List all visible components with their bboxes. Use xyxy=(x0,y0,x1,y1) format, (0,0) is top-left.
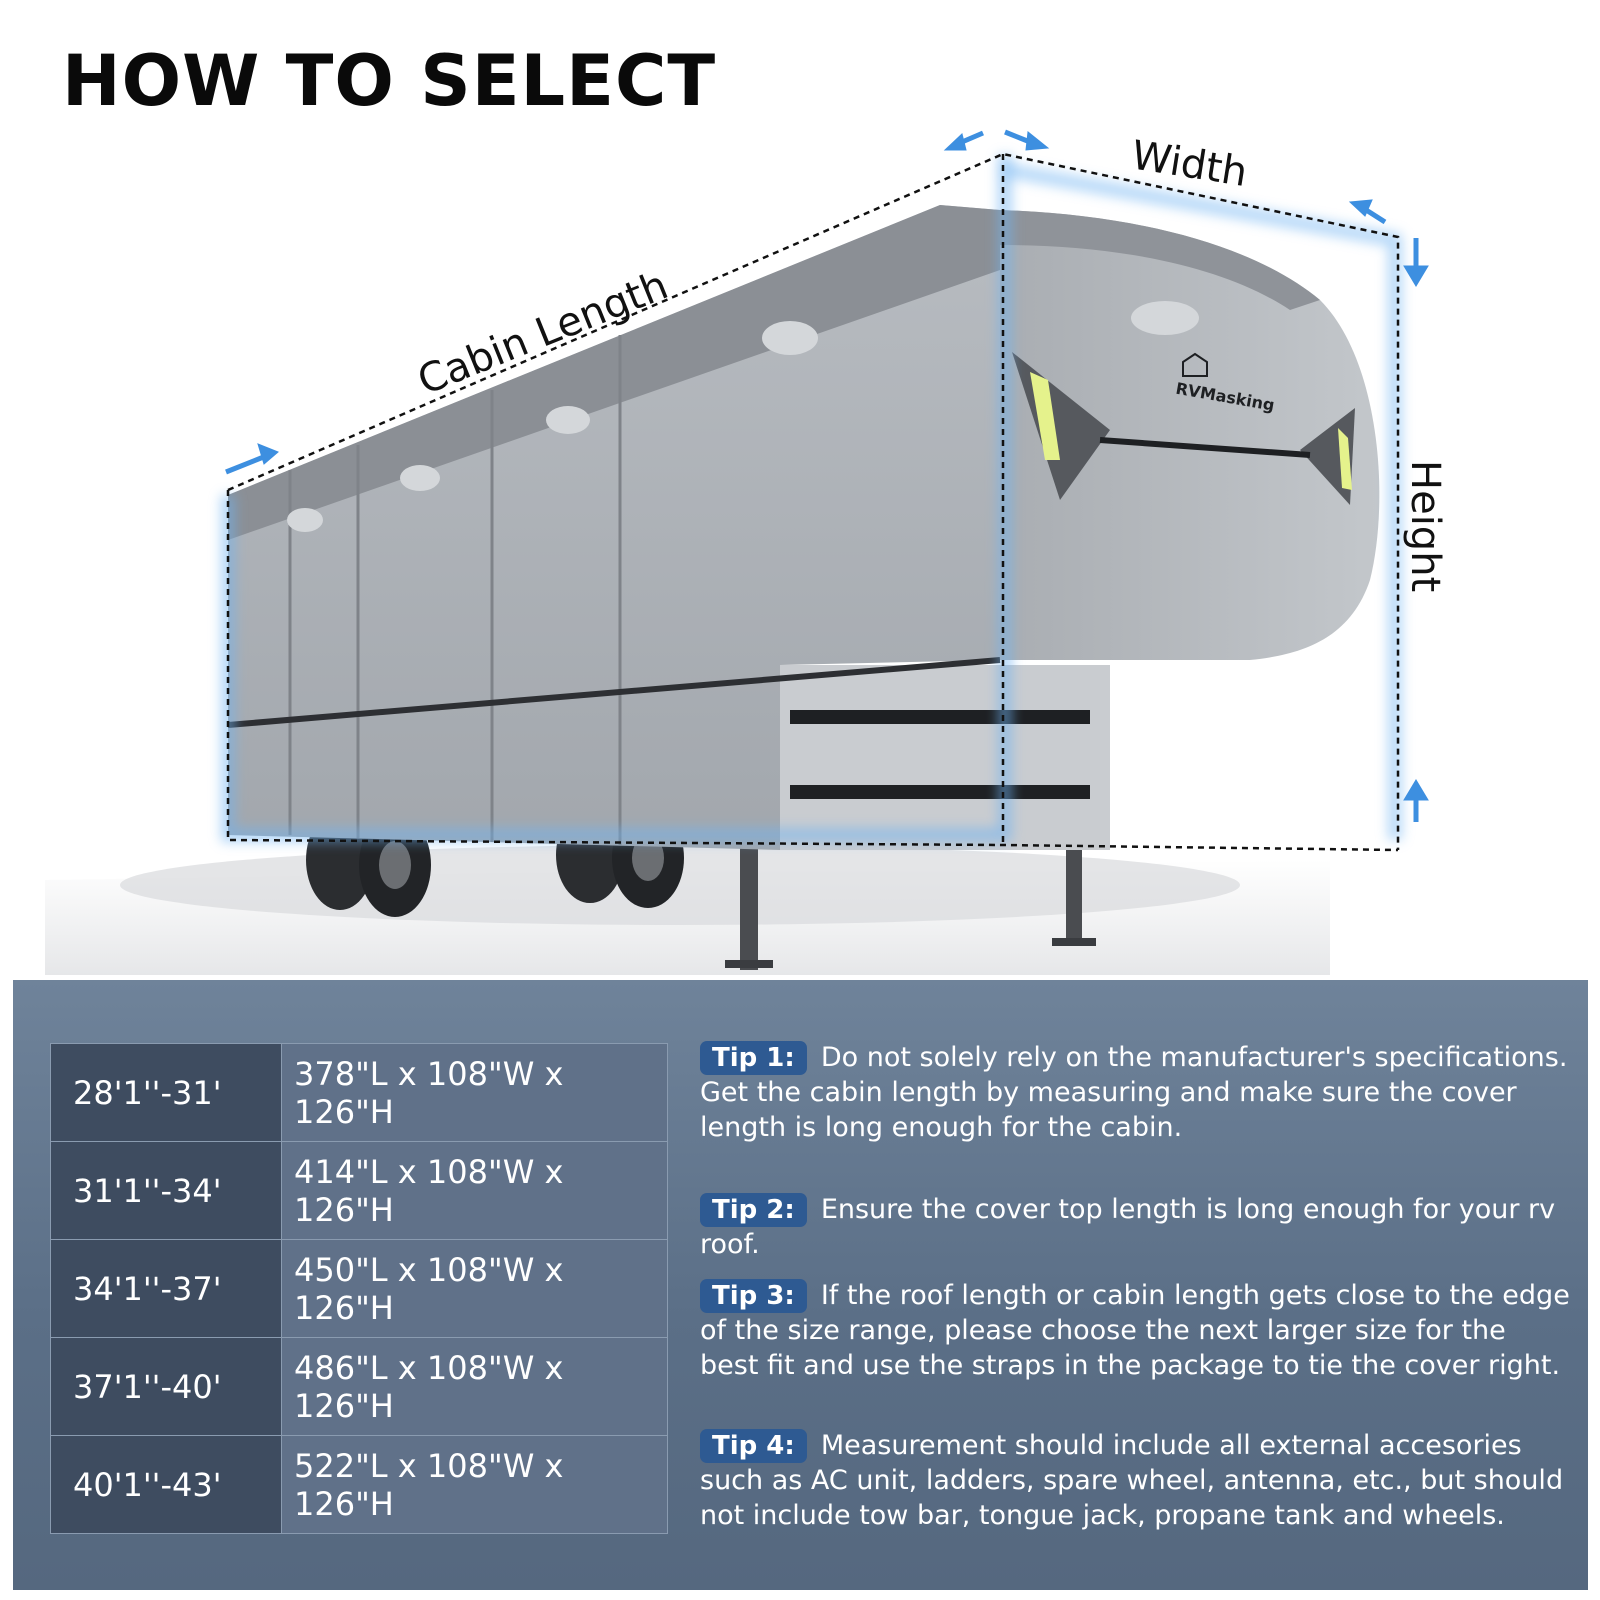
measurement-glow xyxy=(221,155,1402,842)
cover-dimensions-cell: 486"L x 108"W x 126"H xyxy=(281,1337,668,1436)
tip-badge: Tip 2: xyxy=(700,1193,807,1227)
tip-badge: Tip 4: xyxy=(700,1429,807,1463)
tip-2: Tip 2:Ensure the cover top length is lon… xyxy=(700,1192,1570,1262)
height-label: Height xyxy=(1402,460,1448,592)
tip-badge: Tip 1: xyxy=(700,1041,807,1075)
tip-text: Measurement should include all external … xyxy=(700,1430,1564,1531)
cover-dimensions-cell: 450"L x 108"W x 126"H xyxy=(281,1239,668,1338)
table-row: 37'1''-40' 486"L x 108"W x 126"H xyxy=(50,1337,668,1436)
table-row: 31'1''-34' 414"L x 108"W x 126"H xyxy=(50,1141,668,1240)
tip-4: Tip 4:Measurement should include all ext… xyxy=(700,1428,1570,1533)
tip-3: Tip 3:If the roof length or cabin length… xyxy=(700,1278,1570,1383)
size-range-cell: 31'1''-34' xyxy=(50,1141,282,1240)
page-title: HOW TO SELECT xyxy=(62,40,717,122)
size-range-cell: 28'1''-31' xyxy=(50,1043,282,1142)
tip-text: Ensure the cover top length is long enou… xyxy=(700,1194,1556,1260)
dimension-outline xyxy=(226,152,1400,852)
cover-dimensions-cell: 378"L x 108"W x 126"H xyxy=(281,1043,668,1142)
tip-1: Tip 1:Do not solely rely on the manufact… xyxy=(700,1040,1570,1145)
landing-jacks xyxy=(725,830,1096,970)
dimension-arrows xyxy=(225,129,1429,822)
tip-badge: Tip 3: xyxy=(700,1279,807,1313)
arrow-front-icon xyxy=(225,453,267,475)
cover-dimensions-cell: 522"L x 108"W x 126"H xyxy=(281,1435,668,1534)
size-range-cell: 34'1''-37' xyxy=(50,1239,282,1338)
tip-text: Do not solely rely on the manufacturer's… xyxy=(700,1042,1568,1143)
width-label: Width xyxy=(1128,132,1250,196)
ground-shadow xyxy=(45,845,1330,975)
rv-cover-body xyxy=(227,205,1380,850)
size-chart-table: 28'1''-31' 378"L x 108"W x 126"H 31'1''-… xyxy=(50,1043,668,1534)
cover-dimensions-cell: 414"L x 108"W x 126"H xyxy=(281,1141,668,1240)
tip-text: If the roof length or cabin length gets … xyxy=(700,1280,1570,1381)
size-range-cell: 37'1''-40' xyxy=(50,1337,282,1436)
size-range-cell: 40'1''-43' xyxy=(50,1435,282,1534)
table-row: 34'1''-37' 450"L x 108"W x 126"H xyxy=(50,1239,668,1338)
rv-cover-illustration: RVMasking Cabin Length Width Height xyxy=(45,129,1448,975)
table-row: 40'1''-43' 522"L x 108"W x 126"H xyxy=(50,1435,668,1534)
table-row: 28'1''-31' 378"L x 108"W x 126"H xyxy=(50,1043,668,1142)
